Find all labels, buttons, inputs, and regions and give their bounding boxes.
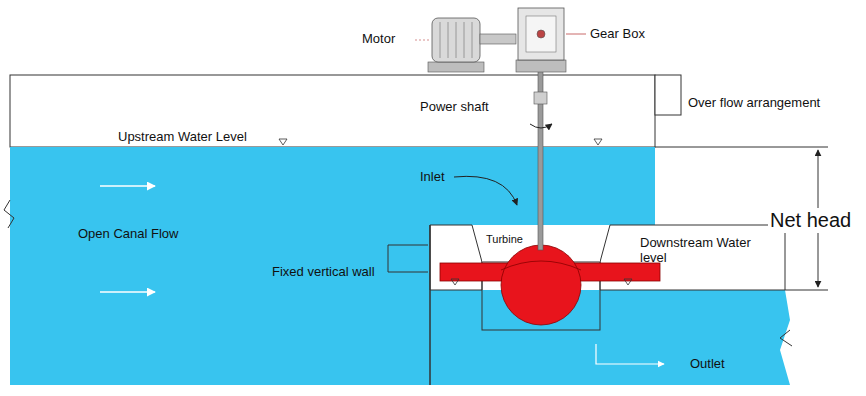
component-label: Turbine [486,233,523,246]
leader-line [566,34,586,35]
overflow-box [655,75,681,115]
motor-coupling [480,34,516,44]
runner-edge [501,261,581,270]
level-label: Downstream Water level [640,236,768,266]
component-label: Fixed vertical wall [272,265,375,280]
rotation-arrow [530,124,552,128]
component-label: Outlet [690,357,725,372]
water-level-mark [279,139,632,285]
gearbox-base [516,60,566,72]
leader-line [415,40,430,41]
level-label: Upstream Water Level [118,130,247,145]
component-label: Over flow arrangement [688,96,820,111]
component-label: Gear Box [590,27,645,42]
component-label: Power shaft [420,100,489,115]
outlet-arrow [596,344,664,364]
downstream-water [430,290,790,385]
dimension-label: Net head [768,208,853,233]
component-label: Inlet [420,170,445,185]
turbine-runner [501,245,581,325]
break-line [4,200,14,228]
leader-line [388,272,428,273]
canal-wall [10,75,655,147]
break-line [780,330,792,346]
vertical-wall [429,225,431,385]
shaft-coupling [534,92,547,104]
flow-label: Open Canal Flow [78,227,178,242]
gearbox-symbol [518,8,564,60]
motor-symbol [432,18,480,62]
component-label: Motor [362,32,395,47]
motor-base [428,62,484,72]
inlet-arrow [454,176,517,205]
